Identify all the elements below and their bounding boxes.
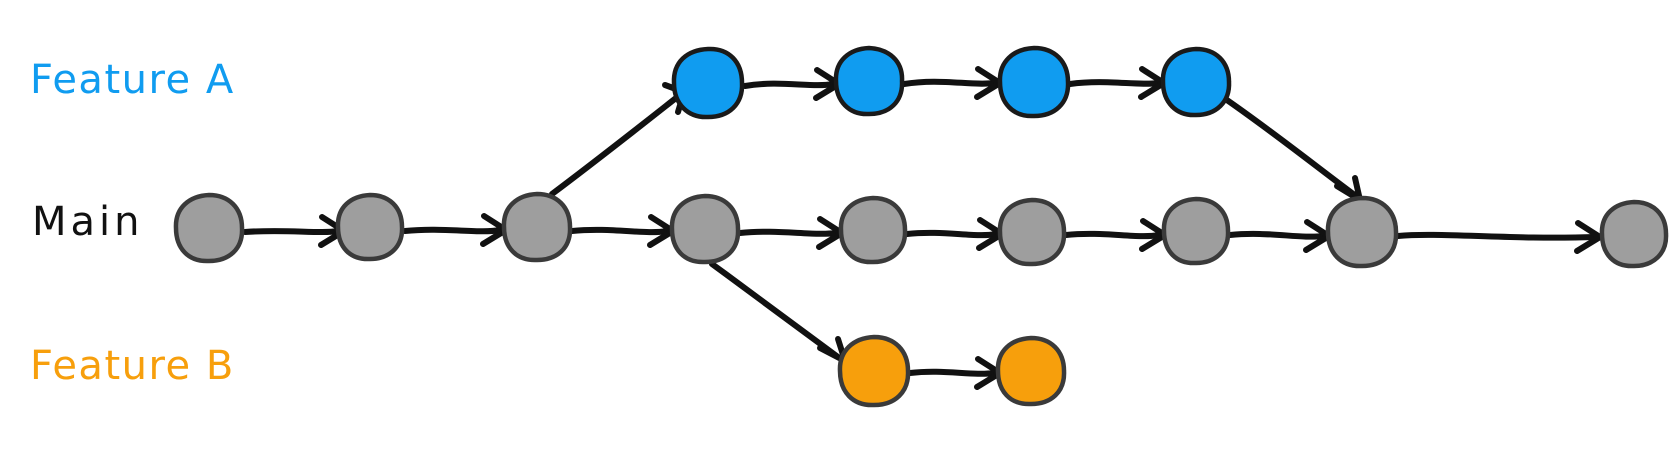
edge-main-4-5 — [737, 216, 845, 250]
commit-node-feature-a-1[interactable] — [671, 46, 745, 120]
commit-node-feature-b-1[interactable] — [837, 334, 911, 408]
labels-layer: Feature A Main Feature B — [30, 57, 235, 389]
commit-node-main-4[interactable] — [669, 193, 741, 265]
commit-node-feature-a-2[interactable] — [833, 45, 905, 117]
edge-main-7-8 — [1227, 219, 1332, 253]
commit-node-main-9[interactable] — [1599, 199, 1669, 269]
edge-branch-to-feature-b — [709, 261, 848, 364]
edge-feature-a-3-4 — [1067, 66, 1167, 100]
commit-node-main-3[interactable] — [501, 191, 573, 263]
commit-node-main-7[interactable] — [1161, 196, 1231, 266]
commit-node-feature-a-3[interactable] — [997, 45, 1071, 119]
commit-node-main-6[interactable] — [997, 197, 1067, 267]
commit-node-main-1[interactable] — [173, 192, 245, 264]
edges-layer — [242, 66, 1603, 390]
commit-node-main-5[interactable] — [838, 195, 908, 265]
edge-feature-a-2-3 — [901, 66, 1003, 100]
edge-main-6-7 — [1063, 218, 1168, 252]
commit-node-main-2[interactable] — [335, 192, 405, 262]
edge-feature-b-1-2 — [907, 356, 1003, 390]
commit-node-feature-a-4[interactable] — [1160, 46, 1232, 118]
edge-merge-feature-a — [1221, 95, 1363, 203]
edge-main-8-9 — [1395, 220, 1603, 254]
edge-branch-to-feature-a — [549, 82, 687, 197]
edge-main-3-4 — [569, 214, 676, 248]
branch-label-main: Main — [32, 199, 144, 245]
branch-label-feature-a: Feature A — [30, 57, 235, 103]
edge-main-5-6 — [904, 217, 1005, 251]
commit-node-main-8[interactable] — [1325, 195, 1399, 269]
edge-main-1-2 — [242, 214, 347, 248]
edge-feature-a-1-2 — [742, 67, 842, 101]
edge-main-2-3 — [402, 213, 509, 247]
commit-node-feature-b-2[interactable] — [995, 335, 1067, 407]
branch-label-feature-b: Feature B — [30, 343, 235, 389]
nodes-layer — [173, 45, 1669, 408]
